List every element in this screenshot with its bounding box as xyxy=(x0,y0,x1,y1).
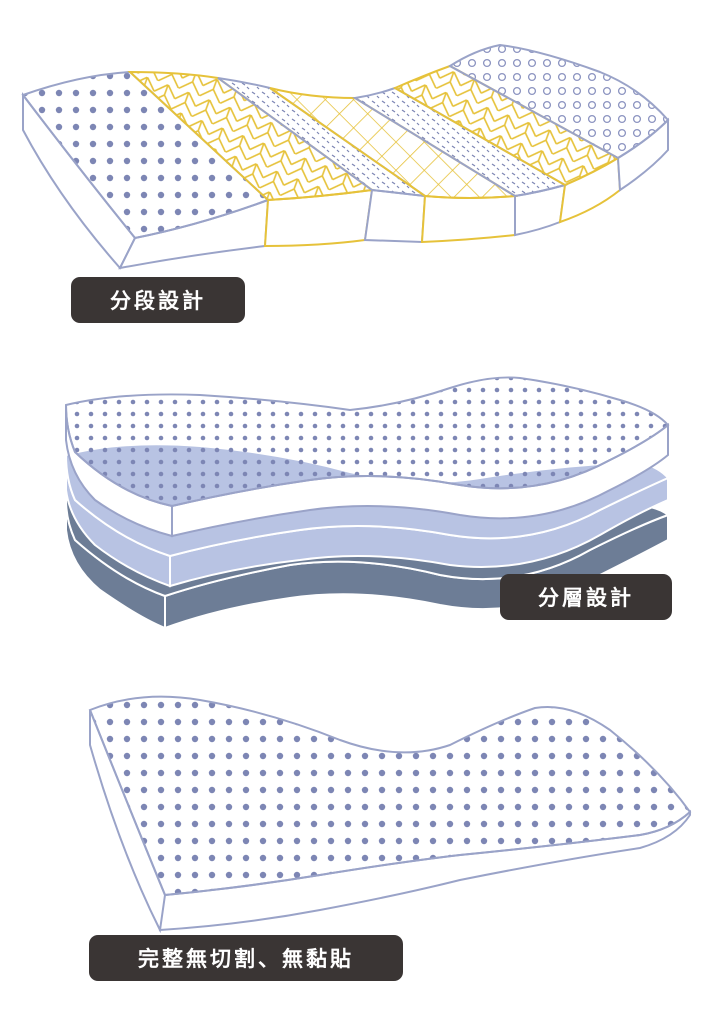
segment-top-dotted xyxy=(21,70,270,240)
layered-design-label: 分層設計 xyxy=(500,574,672,620)
segment-side-white-1 xyxy=(363,188,427,244)
seamless-design-label: 完整無切割、無黏貼 xyxy=(89,935,403,981)
segment-top-rings xyxy=(448,43,670,160)
segmented-design-label: 分段設計 xyxy=(71,277,245,323)
layered-mattress xyxy=(64,376,670,630)
layer-top-face xyxy=(64,376,670,508)
segment-side-yellow-2 xyxy=(420,194,516,244)
segmented-mattress xyxy=(21,43,670,270)
seamless-mattress xyxy=(88,695,692,934)
seamless-top xyxy=(88,695,692,897)
